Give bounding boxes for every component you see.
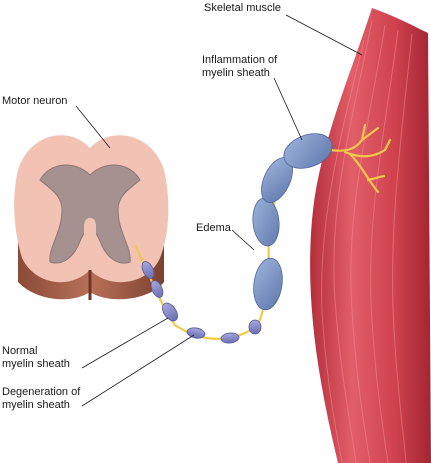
label-normal-myelin: Normal myelin sheath	[2, 345, 70, 371]
inflamed-myelin-sheath	[252, 133, 333, 311]
cord-central-canal	[84, 217, 96, 257]
muscle-body	[310, 8, 431, 463]
spinal-cord-cross-section	[14, 135, 169, 300]
label-skeletal-muscle: Skeletal muscle	[204, 2, 282, 14]
label-edema: Edema	[196, 222, 231, 234]
label-degeneration-myelin: Degeneration of myelin sheath	[2, 386, 80, 412]
label-inflammation-line1: Inflammation of	[202, 54, 278, 66]
axon-terminal	[328, 123, 392, 194]
normal-myelin-segments	[141, 261, 262, 344]
leader-lines	[75, 14, 363, 407]
muscle-fibers	[321, 19, 413, 463]
label-normal-line1: Normal	[2, 345, 38, 357]
label-degeneration-line2: myelin sheath	[2, 399, 70, 411]
label-normal-line2: myelin sheath	[2, 358, 70, 370]
label-motor-neuron: Motor neuron	[2, 95, 68, 107]
label-inflammation: Inflammation of myelin sheath	[202, 54, 277, 80]
skeletal-muscle	[310, 8, 431, 463]
label-inflammation-line2: myelin sheath	[202, 67, 270, 79]
label-degeneration-line1: Degeneration of	[2, 386, 81, 398]
